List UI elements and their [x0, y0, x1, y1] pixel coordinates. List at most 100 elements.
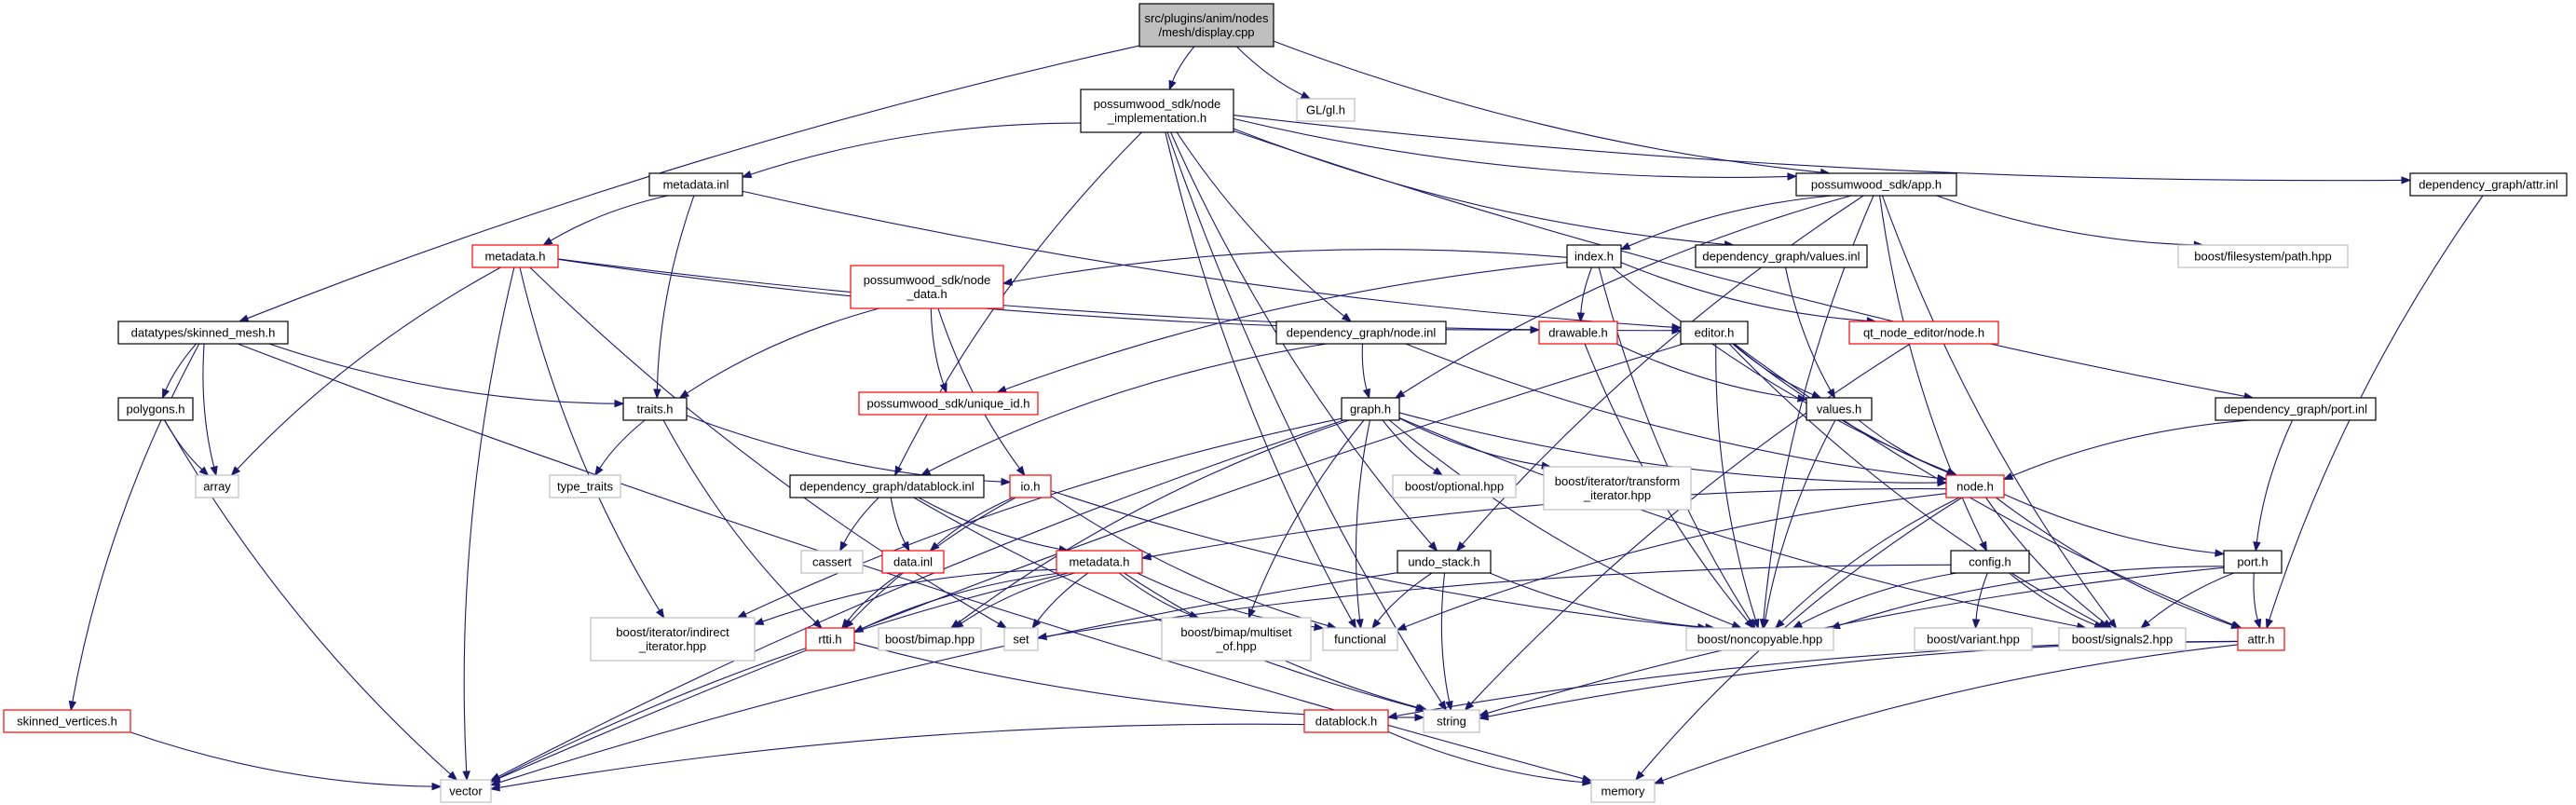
- edge-line: [1361, 343, 1368, 390]
- node-label: /mesh/display.cpp: [1158, 25, 1254, 39]
- edge-arrowhead: [1427, 541, 1438, 553]
- node-label: dependency_graph/node.inl: [1287, 326, 1437, 340]
- node-node-h[interactable]: node.h: [1945, 474, 2005, 498]
- edge-arrowhead: [447, 771, 458, 781]
- edge-line: [662, 419, 816, 623]
- edge-arrowhead: [1576, 312, 1586, 323]
- node-display-cpp[interactable]: src/plugins/anim/nodes/mesh/display.cpp: [1138, 3, 1274, 48]
- edge-undo_stack_h-to-string: [1440, 572, 1453, 712]
- edge-drawable_h-to-values_h: [1615, 343, 1808, 402]
- node-box: [117, 397, 194, 421]
- node-attr-inl[interactable]: dependency_graph/attr.inl: [2409, 172, 2568, 197]
- node-rtti-h[interactable]: rtti.h: [805, 627, 855, 651]
- edge-arrowhead: [2253, 541, 2261, 553]
- edge-undo_stack_h-to-vector: [489, 572, 1398, 786]
- node-graph-h[interactable]: graph.h: [1341, 397, 1400, 421]
- edge-line: [1734, 343, 2234, 626]
- node-label: vector: [449, 785, 483, 798]
- node-node-implementation-h[interactable]: possumwood_sdk/node_implementation.h: [1080, 89, 1234, 133]
- edge-arrowhead: [2102, 619, 2113, 629]
- edge-arrowhead: [1015, 465, 1026, 477]
- node-port-inl[interactable]: dependency_graph/port.inl: [2215, 397, 2377, 421]
- edge-line: [1273, 40, 1821, 173]
- node-values-h[interactable]: values.h: [1806, 397, 1873, 421]
- node-node-data-h[interactable]: possumwood_sdk/node_data.h: [850, 265, 1004, 309]
- node-box: [850, 265, 1004, 309]
- node-node-inl[interactable]: dependency_graph/node.inl: [1275, 321, 1447, 345]
- node-box: [1566, 244, 1622, 268]
- edge-line: [498, 572, 1398, 784]
- node-config-h[interactable]: config.h: [1950, 550, 2030, 574]
- edge-line: [1985, 497, 2106, 624]
- edge-line: [1251, 419, 1365, 610]
- node-box: [1161, 617, 1312, 662]
- node-box: [1795, 172, 1957, 197]
- node-label: polygons.h: [127, 402, 185, 416]
- edge-traits_h-to-rtti_h: [662, 419, 823, 629]
- node-skinned-vertices-h[interactable]: skinned_vertices.h: [3, 709, 131, 733]
- node-drawable-h[interactable]: drawable.h: [1538, 321, 1618, 345]
- edge-arrowhead: [1751, 618, 1760, 630]
- edge-node_h-to-port_h: [2003, 493, 2226, 557]
- edge-line: [599, 419, 646, 469]
- edge-graph_h-to-boost_optional: [1382, 419, 1444, 476]
- node-traits-h[interactable]: traits.h: [622, 397, 688, 421]
- edge-line: [843, 497, 879, 544]
- edge-port_inl-to-port_h: [2253, 419, 2294, 553]
- node-label: undo_stack.h: [1408, 555, 1479, 569]
- node-box: [1590, 779, 1656, 803]
- edge-line: [1405, 493, 1947, 628]
- node-metadata-h-top[interactable]: metadata.h: [471, 244, 559, 268]
- node-label: GL/gl.h: [1306, 103, 1345, 117]
- edge-line: [497, 419, 1344, 777]
- node-label: skinned_vertices.h: [17, 715, 117, 729]
- edge-line: [1166, 131, 1442, 703]
- edge-line: [1785, 266, 1832, 391]
- node-metadata-h-mid[interactable]: metadata.h: [1056, 550, 1143, 574]
- node-skinned-mesh-h[interactable]: datatypes/skinned_mesh.h: [117, 321, 289, 345]
- edge-arrowhead: [489, 778, 501, 786]
- edge-arrowhead: [1455, 541, 1466, 553]
- node-app-h[interactable]: possumwood_sdk/app.h: [1795, 172, 1957, 197]
- node-io-h[interactable]: io.h: [1009, 474, 1052, 498]
- node-label: _of.hpp: [1215, 639, 1256, 653]
- node-datablock-h[interactable]: datablock.h: [1303, 709, 1389, 733]
- node-metadata-inl[interactable]: metadata.inl: [648, 172, 743, 197]
- edge-index_h-to-drawable_h: [1576, 266, 1593, 323]
- node-datablock-inl[interactable]: dependency_graph/datablock.inl: [789, 474, 985, 498]
- node-box: [1003, 627, 1039, 651]
- edge-arrowhead: [1314, 622, 1325, 632]
- node-string: string: [1423, 709, 1480, 733]
- edge-line: [1598, 266, 1751, 621]
- node-values-inl[interactable]: dependency_graph/values.inl: [1695, 244, 1868, 268]
- node-box: [117, 321, 289, 345]
- edge-line: [550, 195, 668, 241]
- edge-arrowhead: [678, 389, 690, 399]
- node-attr-h[interactable]: attr.h: [2237, 627, 2285, 651]
- node-index-h[interactable]: index.h: [1566, 244, 1622, 268]
- edge-line: [686, 415, 1002, 483]
- edge-skinned_mesh_h-to-skinned_vertices_h: [68, 343, 200, 712]
- edge-line: [2253, 572, 2258, 621]
- node-port-h[interactable]: port.h: [2223, 550, 2283, 574]
- node-unique-id-h[interactable]: possumwood_sdk/unique_id.h: [858, 391, 1039, 416]
- node-data-inl[interactable]: data.inl: [881, 550, 945, 574]
- edge-arrowhead: [1810, 390, 1822, 399]
- edge-node_implementation_h-to-undo_stack_h: [1170, 131, 1438, 553]
- node-box: [881, 550, 945, 574]
- edge-io_h-to-noncopyable: [1050, 490, 1709, 632]
- edge-config_h-to-noncopyable: [1792, 572, 1957, 629]
- edge-skinned_vertices_h-to-vector: [129, 731, 443, 791]
- edge-index_h-to-node_data_h: [1002, 249, 1568, 286]
- edge-line: [498, 723, 1305, 788]
- edge-metadata_h_top-to-set: [529, 266, 1008, 629]
- node-polygons-h[interactable]: polygons.h: [117, 397, 194, 421]
- edge-attr_h-to-memory: [1653, 644, 2239, 785]
- edge-arrowhead: [1445, 700, 1453, 712]
- node-editor-h[interactable]: editor.h: [1680, 321, 1749, 345]
- edge-metadata_h_mid-to-bimap_hpp: [953, 572, 1075, 629]
- node-box: [858, 391, 1039, 416]
- node-undo-stack-h[interactable]: undo_stack.h: [1397, 550, 1492, 574]
- node-qt-node-editor-node-h[interactable]: qt_node_editor/node.h: [1848, 321, 1999, 345]
- node-array: array: [195, 474, 239, 498]
